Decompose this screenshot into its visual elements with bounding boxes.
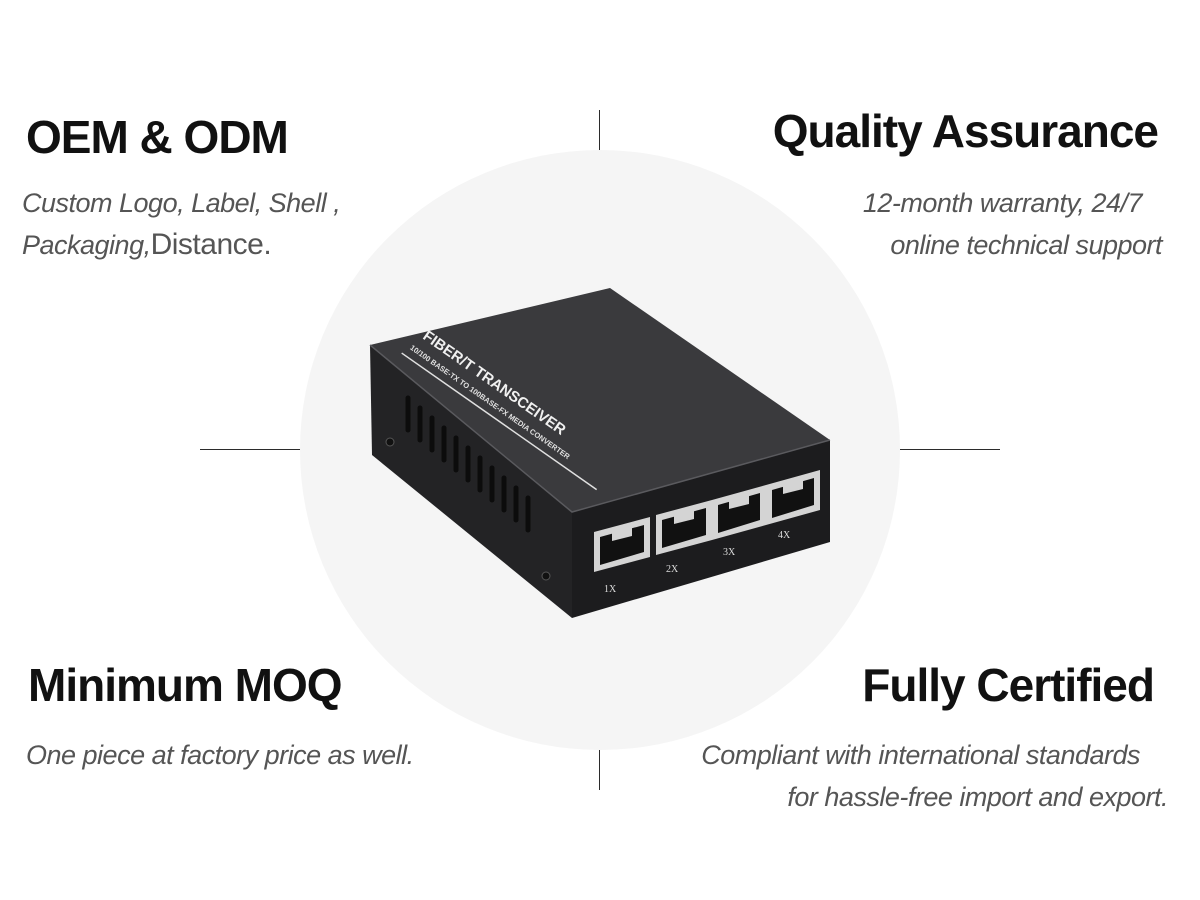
divider-left — [200, 449, 300, 450]
fully-certified-description: Compliant with international standards f… — [701, 734, 1168, 818]
divider-top — [599, 110, 600, 150]
rj45-port-2 — [656, 500, 712, 555]
quality-assurance-description: 12-month warranty, 24/7 online technical… — [862, 182, 1163, 266]
side-vents — [405, 395, 531, 533]
oem-odm-line-2b: Distance. — [150, 228, 272, 261]
minimum-moq-heading: Minimum MOQ — [28, 659, 343, 711]
moq-line-1: One piece at factory price as well. — [26, 740, 414, 770]
oem-odm-heading: OEM & ODM — [26, 111, 289, 163]
port-label-3: 3X — [723, 547, 736, 558]
screw-left — [385, 437, 395, 447]
port-label-1: 1X — [604, 584, 617, 595]
quality-line-2: online technical support — [890, 230, 1162, 260]
rj45-port-3 — [712, 485, 766, 540]
divider-right — [900, 449, 1000, 450]
rj45-port-4 — [766, 470, 820, 525]
port-label-4: 4X — [778, 530, 791, 541]
minimum-moq-description: One piece at factory price as well. — [26, 734, 414, 776]
divider-bottom — [599, 750, 600, 790]
device-top-face — [370, 288, 830, 512]
oem-odm-line-2: Packaging,Distance. — [22, 224, 340, 266]
certified-line-1: Compliant with international standards — [701, 740, 1140, 770]
port-label-2: 2X — [666, 564, 679, 575]
certified-line-2: for hassle-free import and export. — [787, 782, 1168, 812]
screw-right — [541, 571, 551, 581]
oem-odm-description: Custom Logo, Label, Shell , Packaging,Di… — [22, 182, 341, 266]
oem-odm-line-1: Custom Logo, Label, Shell , — [22, 188, 341, 218]
quality-assurance-heading: Quality Assurance — [772, 105, 1159, 157]
quality-line-1: 12-month warranty, 24/7 — [862, 188, 1143, 218]
oem-odm-line-2a: Packaging, — [22, 230, 151, 260]
media-converter-device-image: FIBER/T TRANSCEIVER 10/100 BASE-TX TO 10… — [369, 288, 831, 618]
fully-certified-heading: Fully Certified — [862, 659, 1155, 711]
rj45-port-1 — [594, 517, 650, 572]
